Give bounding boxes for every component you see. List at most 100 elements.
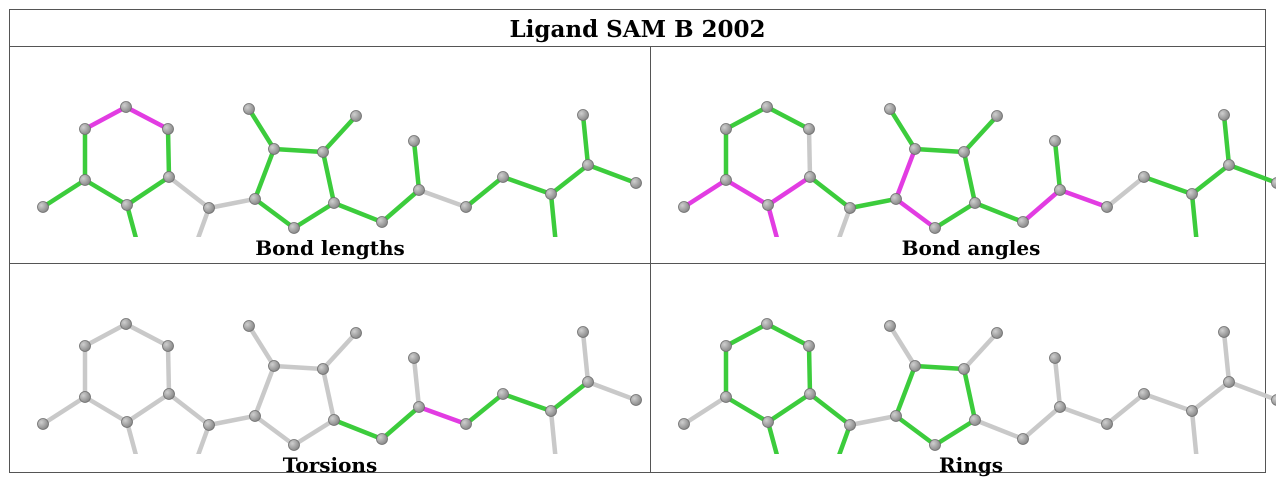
atom-a13 [885, 104, 896, 115]
atom-a10 [845, 203, 856, 214]
bond-b19 [896, 199, 935, 228]
atom-a3 [804, 341, 815, 352]
bond-b11 [169, 394, 209, 425]
atom-a12 [910, 144, 921, 155]
atom-a2 [721, 341, 732, 352]
atom-a6 [122, 417, 133, 428]
atom-a3 [163, 341, 174, 352]
bond-b16 [323, 116, 356, 152]
atom-a14 [959, 147, 970, 158]
atom-a26 [578, 110, 589, 121]
atom-a14 [318, 364, 329, 375]
bond-b6 [127, 177, 169, 205]
bond-b1 [726, 324, 767, 346]
atom-a23 [546, 189, 557, 200]
bond-b26 [551, 411, 556, 454]
bond-b4 [809, 346, 810, 394]
atom-a18 [1018, 217, 1029, 228]
atom-a18 [377, 217, 388, 228]
bond-b1 [85, 324, 126, 346]
bond-b17 [323, 152, 334, 203]
atom-a17 [930, 440, 941, 451]
bond-b17 [323, 369, 334, 420]
atom-a1 [121, 319, 132, 330]
bond-b6 [127, 394, 169, 422]
atom-a25 [583, 377, 594, 388]
atom-a20 [409, 136, 420, 147]
atom-a20 [409, 353, 420, 364]
bond-b29 [588, 165, 636, 183]
bond-b22 [1055, 358, 1060, 407]
molecule-diagram-torsions [10, 264, 650, 454]
bond-b23 [419, 407, 466, 424]
molecule-diagram-rings [651, 264, 1276, 454]
atom-a4 [80, 392, 91, 403]
bond-b26 [551, 194, 556, 237]
molecule-diagram-bond-angles [651, 47, 1276, 237]
atom-a7 [679, 202, 690, 213]
bond-b12 [209, 199, 255, 208]
atom-a16 [970, 198, 981, 209]
bond-b26 [1192, 194, 1197, 237]
atom-a23 [1187, 189, 1198, 200]
bond-b12 [209, 416, 255, 425]
atom-a22 [1139, 172, 1150, 183]
atom-a4 [721, 175, 732, 186]
bond-b6 [768, 177, 810, 205]
atom-a26 [578, 327, 589, 338]
bond-b2 [126, 324, 168, 346]
atom-a5 [164, 172, 175, 183]
bond-b12 [850, 416, 896, 425]
bond-b17 [964, 152, 975, 203]
atom-a16 [329, 415, 340, 426]
bond-b28 [583, 332, 588, 382]
bond-b17 [964, 369, 975, 420]
bond-b2 [767, 107, 809, 129]
atom-a17 [930, 223, 941, 234]
bond-b18 [935, 420, 975, 445]
atom-a13 [244, 104, 255, 115]
atom-a27 [631, 178, 642, 189]
bond-b1 [85, 107, 126, 129]
atom-a11 [891, 194, 902, 205]
atom-a22 [498, 172, 509, 183]
atom-a10 [204, 203, 215, 214]
bond-b19 [255, 416, 294, 445]
bond-b25 [503, 177, 551, 194]
bond-b5 [726, 180, 768, 205]
bond-b16 [323, 333, 356, 369]
bond-b13 [255, 149, 274, 199]
panel-torsions: Torsions [10, 264, 650, 481]
atom-a25 [583, 160, 594, 171]
bond-b2 [767, 324, 809, 346]
bond-b24 [1107, 394, 1144, 424]
panel-caption: Bond angles [651, 236, 1276, 260]
atom-a16 [329, 198, 340, 209]
panel-rings: Rings [651, 264, 1276, 481]
panel-caption: Rings [651, 453, 1276, 477]
atom-a21 [461, 419, 472, 430]
bond-b23 [419, 190, 466, 207]
atom-a2 [80, 341, 91, 352]
atom-a16 [970, 415, 981, 426]
panel-caption: Bond lengths [10, 236, 650, 260]
bond-b21 [382, 190, 419, 222]
atom-a1 [121, 102, 132, 113]
bond-b15 [274, 149, 323, 152]
bond-b27 [551, 165, 588, 194]
bond-b25 [1144, 177, 1192, 194]
validation-table: Ligand SAM B 2002 Bond lengths Bond angl… [9, 9, 1266, 473]
atom-a10 [845, 420, 856, 431]
bond-b22 [414, 141, 419, 190]
atom-a17 [289, 223, 300, 234]
bond-b27 [551, 382, 588, 411]
atom-a20 [1050, 136, 1061, 147]
bond-b4 [168, 346, 169, 394]
atom-a5 [805, 172, 816, 183]
atom-a15 [992, 328, 1003, 339]
atom-a5 [164, 389, 175, 400]
panel-bond-angles: Bond angles [651, 47, 1276, 264]
bond-b27 [1192, 382, 1229, 411]
bond-b25 [503, 394, 551, 411]
bond-b24 [466, 177, 503, 207]
